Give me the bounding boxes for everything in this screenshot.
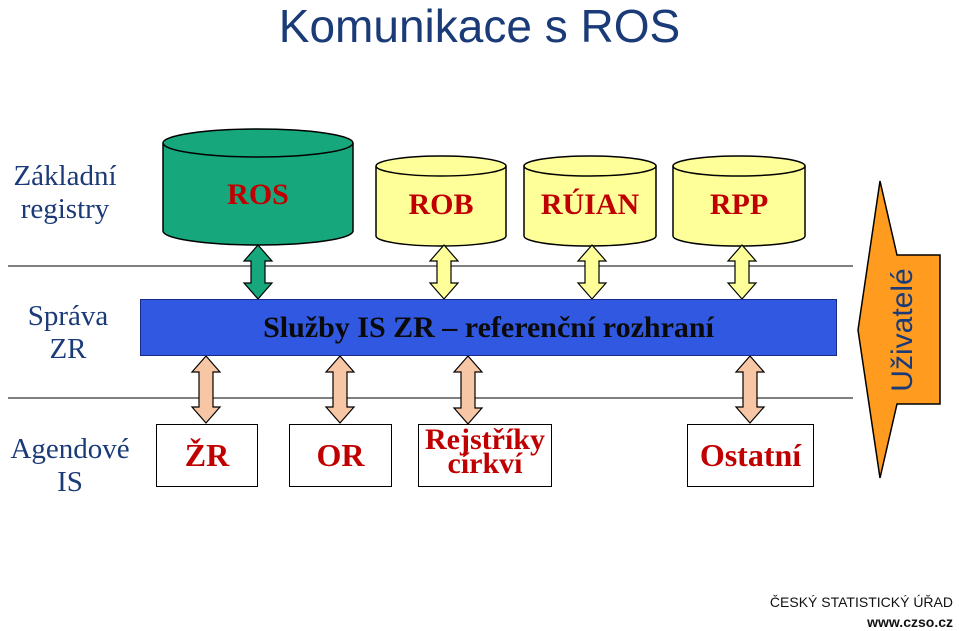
cylinder-ruian	[523, 155, 657, 247]
agenda-label-rejstriky-line2: církví	[447, 447, 523, 480]
double-arrow-zr	[190, 355, 222, 424]
double-arrow-ostatni	[734, 355, 766, 424]
services-band	[140, 299, 837, 356]
cylinder-ros	[162, 128, 354, 246]
registry-label-ros: ROS	[227, 178, 289, 211]
double-arrow-rob	[428, 244, 460, 300]
services-band-label: Služby IS ZR – referenční rozhraní	[263, 310, 714, 344]
row-label-line: ZR	[49, 333, 87, 365]
registry-label-rpp: RPP	[709, 188, 769, 221]
agenda-box-ostatni: Ostatní	[687, 424, 814, 487]
double-arrow-rpp	[726, 244, 758, 300]
row-label-agendove-is: Agendové IS	[0, 433, 140, 499]
users-label: Uživatelé	[886, 268, 919, 392]
footer-url[interactable]: www.czso.cz	[867, 614, 953, 630]
row-label-sprava-zr: Správa ZR	[3, 300, 133, 366]
agenda-label-ostatni: Ostatní	[699, 437, 802, 473]
row-label-line: Agendové	[10, 433, 130, 465]
registry-label-ruian: RÚIAN	[540, 188, 640, 221]
row-label-line: Základní	[13, 160, 117, 192]
users-arrow	[857, 180, 941, 479]
cylinder-rob	[375, 155, 507, 247]
footer-org-name: ČESKÝ STATISTICKÝ ÚŘAD	[769, 594, 953, 610]
double-arrow-rejstriky	[452, 355, 484, 425]
registry-label-rob: ROB	[408, 188, 474, 221]
agenda-label-zr: ŽR	[184, 437, 230, 473]
double-arrow-or	[324, 355, 356, 424]
row-label-line: registry	[20, 193, 110, 225]
row-label-line: IS	[57, 466, 83, 498]
row-label-line: Správa	[27, 300, 109, 332]
page-title: Komunikace s ROS	[278, 0, 681, 52]
agenda-label-rejstriky-line1: Rejstříky	[425, 423, 545, 456]
double-arrow-ruian	[576, 244, 608, 300]
agenda-box-or: OR	[289, 424, 392, 487]
cylinder-rpp	[672, 155, 806, 247]
agenda-box-zr: ŽR	[156, 424, 258, 487]
row-label-zakladni-registry: Základní registry	[0, 160, 130, 226]
double-arrow-ros	[242, 244, 274, 300]
agenda-label-or: OR	[316, 437, 365, 473]
agenda-box-rejstriky: Rejstříky církví	[418, 424, 552, 487]
